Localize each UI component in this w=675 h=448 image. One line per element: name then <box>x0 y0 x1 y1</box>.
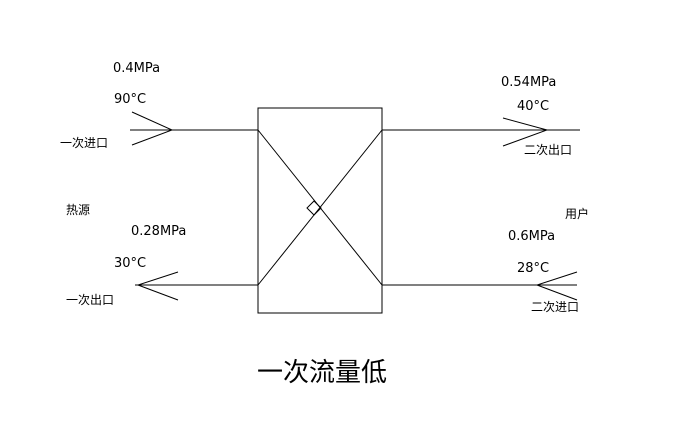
heat-exchanger-box <box>257 107 383 314</box>
primary-outlet-temperature: 30°C <box>114 256 147 271</box>
primary-inlet-temperature: 90°C <box>114 92 147 107</box>
user-label: 用户 <box>565 207 590 221</box>
secondary-outlet-temperature: 40°C <box>517 99 550 114</box>
primary-outlet-label: 一次出口 <box>66 293 115 307</box>
exchanger-center-diamond <box>306 200 322 216</box>
secondary-inlet-temperature: 28°C <box>517 261 550 276</box>
secondary-inlet-arrow <box>535 271 578 301</box>
secondary-outlet-label: 二次出口 <box>524 143 573 157</box>
primary-inlet-label: 一次进口 <box>60 136 109 150</box>
secondary-inlet-label: 二次进口 <box>531 300 580 314</box>
primary-inlet-arrow <box>131 111 174 146</box>
primary-outlet-pressure: 0.28MPa <box>131 224 187 239</box>
diagram-caption: 一次流量低 <box>257 358 388 388</box>
secondary-inlet-pressure: 0.6MPa <box>508 229 556 244</box>
secondary-outlet-arrow <box>502 117 549 147</box>
heat-source-label: 热源 <box>66 203 91 217</box>
primary-outlet-arrow <box>136 271 179 301</box>
secondary-outlet-pressure: 0.54MPa <box>501 75 557 90</box>
primary-inlet-pressure: 0.4MPa <box>113 61 161 76</box>
